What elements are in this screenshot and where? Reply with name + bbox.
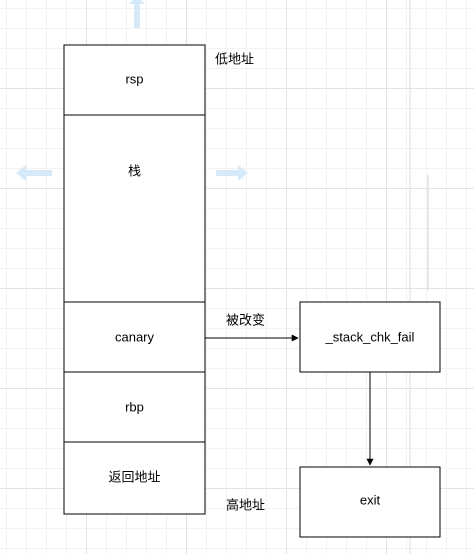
- stack-cell-stack[interactable]: 栈: [63, 114, 206, 303]
- stack-cell-label: 栈: [128, 163, 141, 178]
- guide-arrow-right-icon: [216, 165, 248, 181]
- guide-arrow-up-icon: [129, 0, 145, 28]
- stack-chk-fail-box[interactable]: _stack_chk_fail: [299, 301, 441, 373]
- stack-cell-label: 返回地址: [108, 469, 160, 484]
- stack-cell-label: rbp: [125, 399, 144, 414]
- stack-chk-fail-label: _stack_chk_fail: [325, 329, 415, 344]
- stack-cell-rbp[interactable]: rbp: [63, 371, 206, 443]
- stack-frame: rsp 栈 canary rbp 返回地址: [63, 44, 206, 515]
- stack-cell-canary[interactable]: canary: [63, 301, 206, 373]
- modified-label: 被改变: [226, 312, 265, 327]
- high-address-label: 高地址: [226, 497, 265, 512]
- stack-cell-label: canary: [115, 329, 155, 344]
- guide-arrow-left-icon: [16, 165, 52, 181]
- low-address-label: 低地址: [215, 51, 254, 66]
- stack-cell-label: rsp: [125, 71, 143, 86]
- stack-cell-rsp[interactable]: rsp: [63, 44, 206, 116]
- stack-cell-return-address[interactable]: 返回地址: [63, 441, 206, 515]
- exit-label: exit: [360, 492, 381, 507]
- exit-box[interactable]: exit: [299, 466, 441, 538]
